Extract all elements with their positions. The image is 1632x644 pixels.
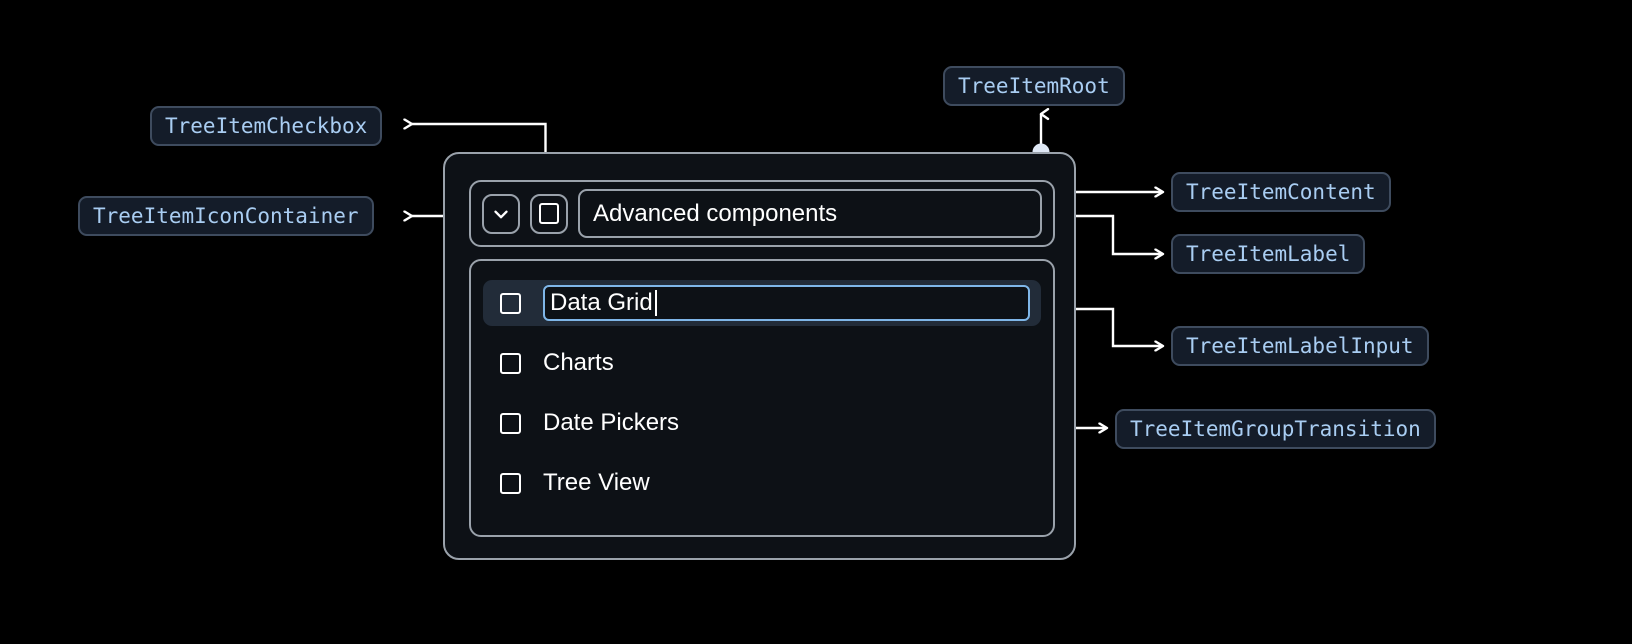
tree-item-root[interactable]: Advanced components Data Grid Charts Dat…: [443, 152, 1076, 560]
annotation-badge-tree-item-content: TreeItemContent: [1171, 172, 1391, 212]
tree-item-label-input-value: Data Grid: [550, 289, 653, 316]
tree-item-row-charts[interactable]: Charts: [483, 340, 1041, 386]
tree-item-icon-container[interactable]: [482, 193, 520, 234]
tree-item-checkbox[interactable]: [500, 352, 521, 374]
tree-item-checkbox[interactable]: [530, 193, 568, 234]
annotation-badge-tree-item-root: TreeItemRoot: [943, 66, 1125, 106]
tree-item-content[interactable]: Advanced components: [469, 180, 1055, 247]
tree-item-label: Tree View: [543, 469, 650, 496]
annotation-badge-tree-item-checkbox: TreeItemCheckbox: [150, 106, 383, 146]
annotation-badge-tree-item-icon-container: TreeItemIconContainer: [78, 196, 374, 236]
tree-item-label[interactable]: Advanced components: [578, 189, 1042, 238]
text-caret: [654, 290, 657, 316]
tree-item-label: Date Pickers: [543, 409, 680, 436]
tree-item-label: Charts: [543, 349, 614, 376]
tree-item-row-tree-view[interactable]: Tree View: [483, 460, 1041, 506]
tree-item-checkbox[interactable]: [500, 472, 521, 494]
tree-item-checkbox[interactable]: [500, 412, 521, 434]
tree-item-row-date-pickers[interactable]: Date Pickers: [483, 400, 1041, 446]
annotation-badge-tree-item-group-transition: TreeItemGroupTransition: [1115, 409, 1436, 449]
tree-item-label-text: Advanced components: [593, 199, 838, 227]
annotation-badge-tree-item-label: TreeItemLabel: [1171, 234, 1366, 274]
tree-item-checkbox[interactable]: [500, 292, 521, 314]
checkbox-square-icon: [539, 203, 559, 224]
tree-item-row-data-grid[interactable]: Data Grid: [483, 280, 1041, 326]
tree-item-group-transition: Data Grid Charts Date Pickers Tree View: [469, 259, 1055, 537]
tree-item-label-input[interactable]: Data Grid: [543, 285, 1030, 321]
annotation-badge-tree-item-label-input: TreeItemLabelInput: [1171, 326, 1429, 366]
chevron-down-icon: [490, 203, 512, 225]
